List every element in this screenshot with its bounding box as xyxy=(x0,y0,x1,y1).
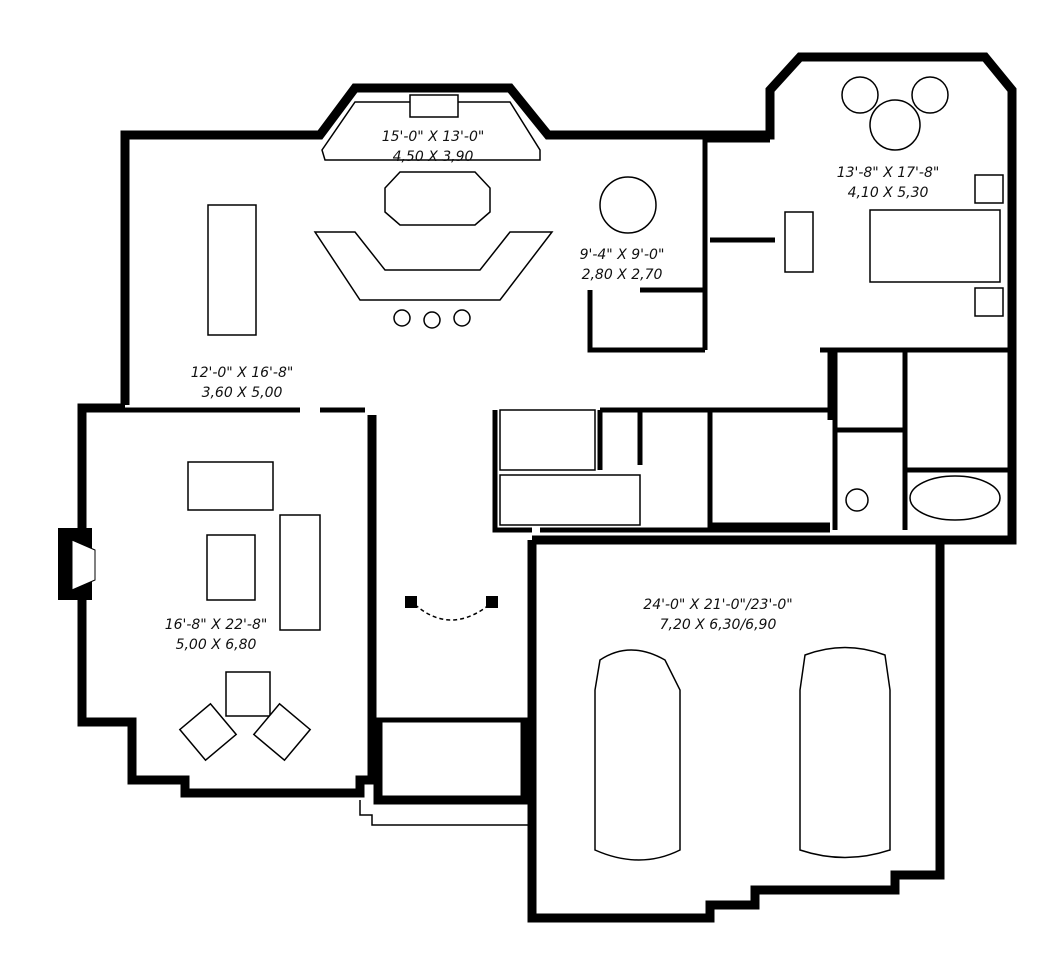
room-dimension-imperial: 9'-4" X 9'-0" xyxy=(579,247,665,263)
porch-wall xyxy=(373,720,530,805)
bedroom-desk xyxy=(784,211,814,273)
bedroom-table xyxy=(869,99,921,151)
breakfast-table xyxy=(599,176,657,234)
dining-table xyxy=(207,204,257,336)
toilet xyxy=(845,488,869,512)
side-table xyxy=(225,671,271,717)
door-post xyxy=(486,596,498,608)
bar-stool xyxy=(423,311,441,329)
exterior-wall-garage xyxy=(527,535,945,923)
door-post xyxy=(405,596,417,608)
sofa xyxy=(187,461,274,511)
bar-stool xyxy=(453,309,471,327)
room-dimension-metric: 7,20 X 6,30/6,90 xyxy=(659,617,777,633)
interior-walls xyxy=(372,135,1012,723)
entry-door-swing xyxy=(409,599,496,621)
nightstand xyxy=(974,287,1004,317)
armchair xyxy=(252,702,312,762)
room-dimension-metric: 2,80 X 2,70 xyxy=(581,267,663,283)
sofa-side xyxy=(279,514,321,631)
exterior-wall-living xyxy=(77,403,377,798)
bedroom-chair xyxy=(841,76,879,114)
nightstand xyxy=(974,174,1004,204)
porch-outline xyxy=(359,800,532,826)
kitchen-bar xyxy=(313,231,554,301)
room-dimension-imperial: 16'-8" X 22'-8" xyxy=(164,617,268,633)
room-label-kitchen: 15'-0" X 13'-0" 4,50 X 3,90 xyxy=(382,127,485,167)
room-label-garage: 24'-0" X 21'-0"/23'-0" 7,20 X 6,30/6,90 xyxy=(643,595,792,635)
room-label-breakfast: 9'-4" X 9'-0" 2,80 X 2,70 xyxy=(580,245,665,285)
room-dimension-imperial: 12'-0" X 16'-8" xyxy=(190,365,294,381)
room-label-master-bedroom: 13'-8" X 17'-8" 4,10 X 5,30 xyxy=(837,163,940,203)
kitchen-island xyxy=(384,171,491,226)
room-dimension-metric: 3,60 X 5,00 xyxy=(201,385,283,401)
armchair xyxy=(178,702,238,762)
room-dimension-metric: 4,50 X 3,90 xyxy=(392,149,474,165)
kitchen-sink xyxy=(409,94,459,118)
room-dimension-imperial: 24'-0" X 21'-0"/23'-0" xyxy=(643,597,793,613)
bedroom-chair xyxy=(911,76,949,114)
fireplace-hearth xyxy=(71,539,96,591)
car xyxy=(594,649,681,861)
room-dimension-metric: 5,00 X 6,80 xyxy=(175,637,257,653)
room-dimension-metric: 4,10 X 5,30 xyxy=(847,185,929,201)
bar-stool xyxy=(393,309,411,327)
exterior-wall xyxy=(120,52,1017,545)
bathtub xyxy=(909,475,1001,521)
bed xyxy=(869,209,1001,283)
room-dimension-imperial: 15'-0" X 13'-0" xyxy=(381,129,485,145)
room-label-living: 16'-8" X 22'-8" 5,00 X 6,80 xyxy=(165,615,268,655)
coffee-table xyxy=(206,534,256,601)
room-label-dining: 12'-0" X 16'-8" 3,60 X 5,00 xyxy=(191,363,294,403)
car xyxy=(799,646,891,859)
room-dimension-imperial: 13'-8" X 17'-8" xyxy=(836,165,940,181)
kitchen-counter xyxy=(321,101,541,161)
stairs xyxy=(499,409,641,526)
